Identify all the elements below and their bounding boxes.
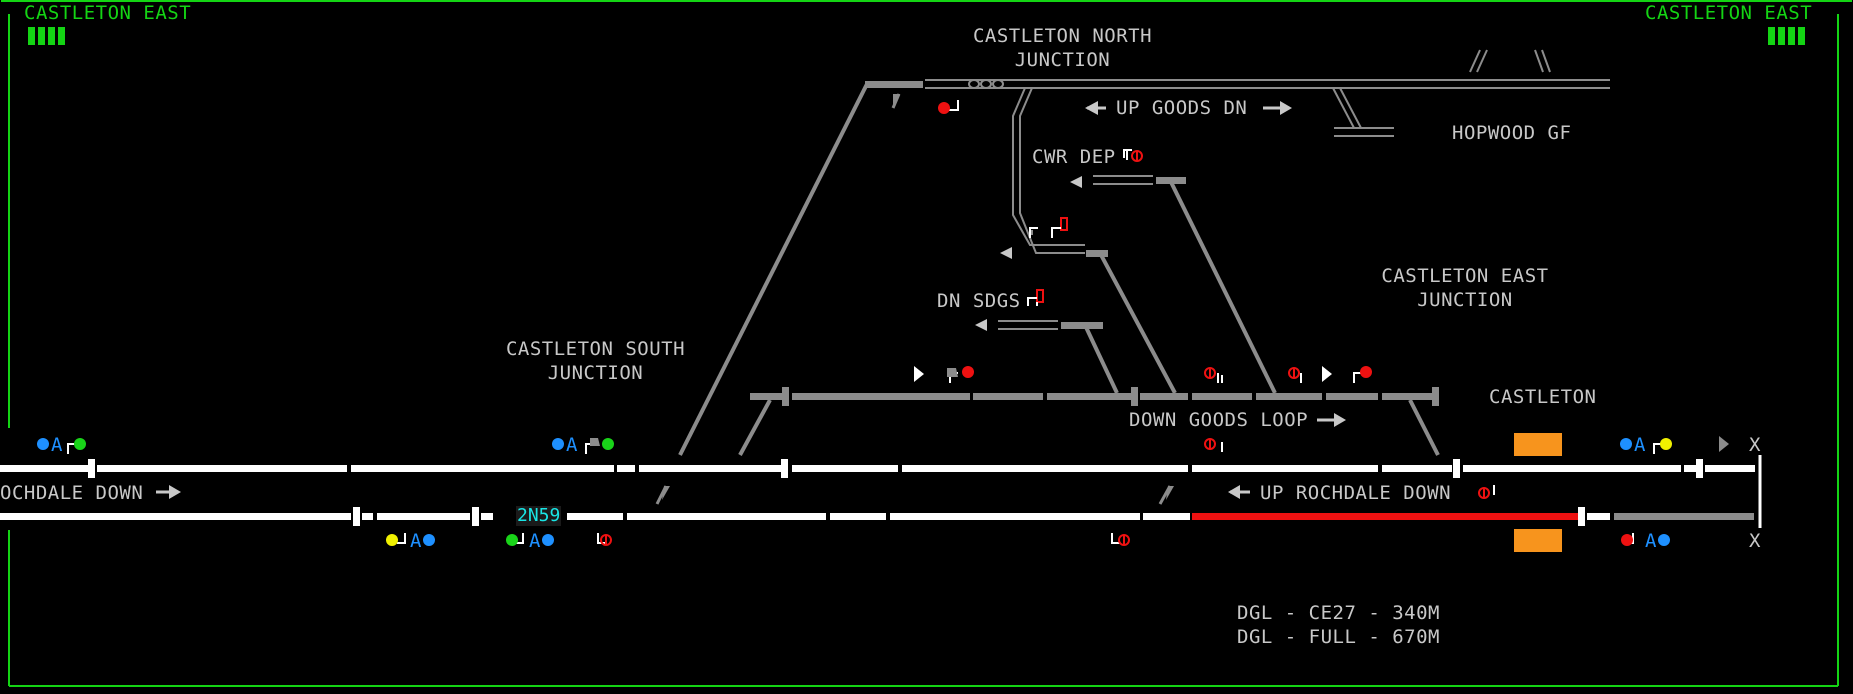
end-marker-x-bottom: X: [1749, 530, 1761, 552]
up-goods-label: UP GOODS DN: [1116, 97, 1248, 119]
up-rochdale-down-label: UP ROCHDALE DOWN: [1260, 482, 1452, 504]
auto-signal-letter: A: [566, 434, 578, 456]
shunt-head-grey: [590, 368, 958, 446]
east-junction-label-2: JUNCTION: [1417, 289, 1513, 311]
east-junction-label-1: CASTLETON EAST: [1381, 265, 1549, 287]
south-junction-label-2: JUNCTION: [547, 362, 644, 384]
location-title-right: CASTLETON EAST: [1645, 2, 1813, 24]
info-line-1: DGL - CE27 - 340M: [1237, 602, 1440, 624]
text-arrows: [156, 101, 1346, 499]
siding-stubs[interactable]: [865, 81, 1186, 329]
up-main-line[interactable]: [0, 459, 1755, 478]
train-headcode[interactable]: 2N59: [516, 505, 562, 526]
dn-sdgs-label: DN SDGS: [937, 290, 1021, 312]
status-indicator-right: [1768, 27, 1808, 49]
down-goods-loop-label: DOWN GOODS LOOP: [1129, 409, 1309, 431]
cwr-dep-label: CWR DEP: [1032, 146, 1116, 168]
end-marker-x-top: X: [1749, 434, 1761, 456]
platform-down: [1514, 529, 1562, 552]
auto-signal-letter: A: [1634, 434, 1646, 456]
auto-signal-letter: A: [410, 530, 422, 552]
auto-signal-letter: A: [51, 434, 63, 456]
north-junction-label-2: JUNCTION: [1014, 49, 1111, 71]
point-indicator-arrows: [662, 94, 1174, 500]
down-main-line[interactable]: [0, 507, 1754, 526]
auto-signal-letter: A: [529, 530, 541, 552]
branch-tracks[interactable]: [678, 83, 1440, 456]
north-crossover[interactable]: [968, 79, 1004, 89]
signal-posts: [67, 100, 1662, 544]
signal-aspects[interactable]: [37, 102, 1672, 546]
north-goods-lines[interactable]: [925, 49, 1610, 330]
location-title-left: CASTLETON EAST: [24, 2, 192, 24]
rochdale-down-label: OCHDALE DOWN: [0, 482, 144, 504]
castleton-station-label: CASTLETON: [1489, 386, 1597, 408]
status-indicator-left: [28, 27, 68, 49]
hopwood-label: HOPWOOD GF: [1452, 122, 1572, 144]
info-line-2: DGL - FULL - 670M: [1237, 626, 1440, 648]
north-junction-label-1: CASTLETON NORTH: [972, 25, 1153, 47]
auto-signal-letter: A: [1645, 530, 1657, 552]
down-goods-loop-track[interactable]: [750, 387, 1439, 406]
south-junction-label-1: CASTLETON SOUTH: [505, 338, 686, 360]
platform-up: [1514, 433, 1562, 456]
